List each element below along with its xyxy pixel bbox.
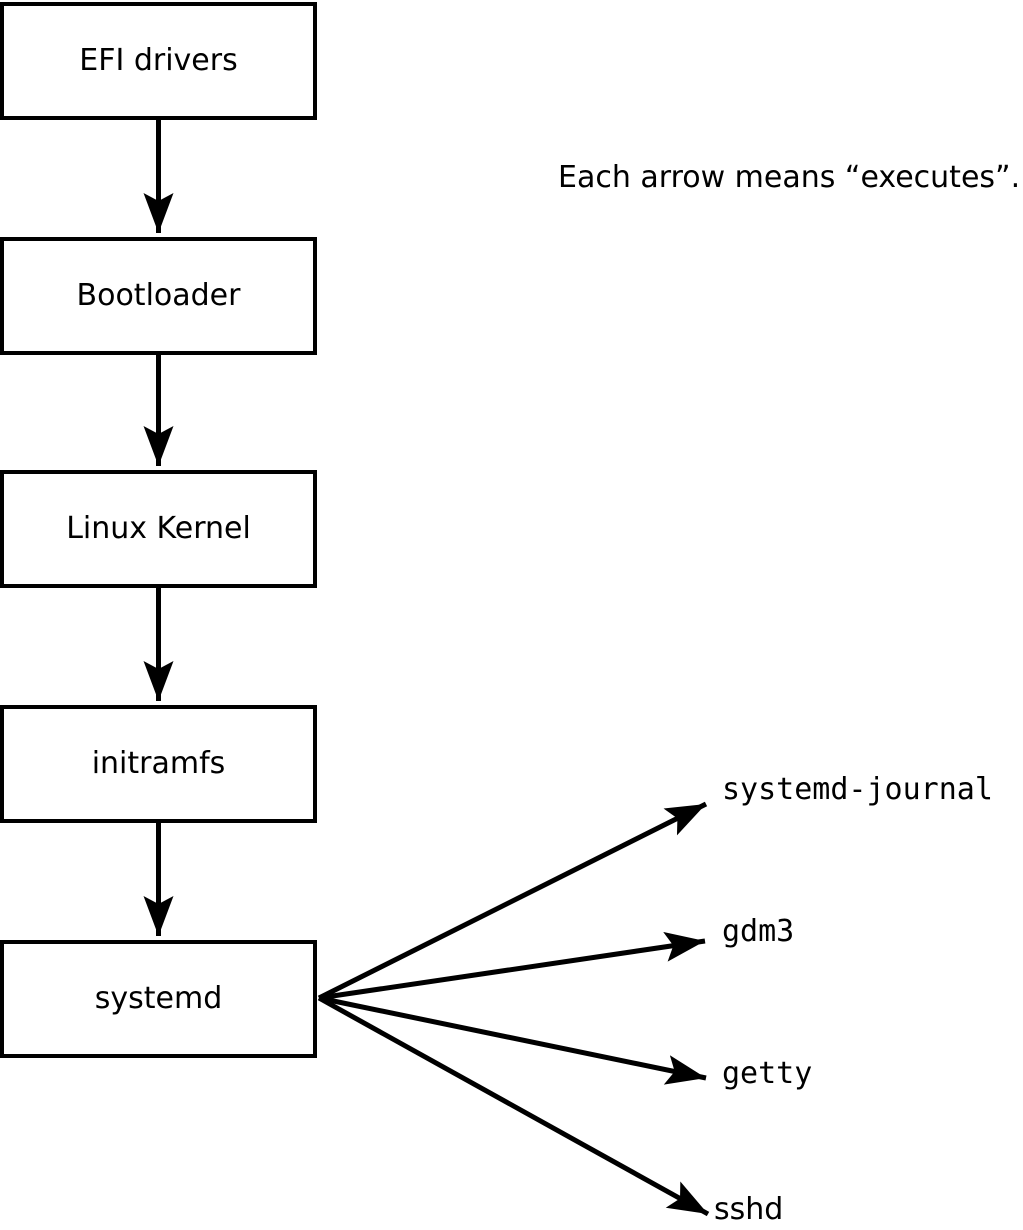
node-efi-drivers-label: EFI drivers [79,43,238,78]
node-systemd: systemd [0,940,317,1058]
node-bootloader: Bootloader [0,237,317,355]
diagram-caption: Each arrow means “executes”. [558,160,1021,195]
process-label-sshd: sshd [714,1192,784,1227]
node-systemd-label: systemd [94,981,223,1016]
arrow-systemd-to-gdm3 [318,932,706,1001]
process-label-systemd-journal: systemd-journal [722,772,993,807]
node-initramfs: initramfs [0,705,317,823]
node-initramfs-label: initramfs [91,746,226,781]
arrow-systemd-to-sshd [317,995,710,1217]
arrow-systemd-to-getty [318,995,707,1085]
arrow-systemd-to-journal [317,801,708,1001]
process-label-gdm3: gdm3 [722,914,795,949]
node-linux-kernel: Linux Kernel [0,470,317,588]
node-bootloader-label: Bootloader [76,278,241,313]
process-label-getty: getty [722,1056,813,1091]
node-efi-drivers: EFI drivers [0,2,317,120]
node-linux-kernel-label: Linux Kernel [66,511,251,546]
